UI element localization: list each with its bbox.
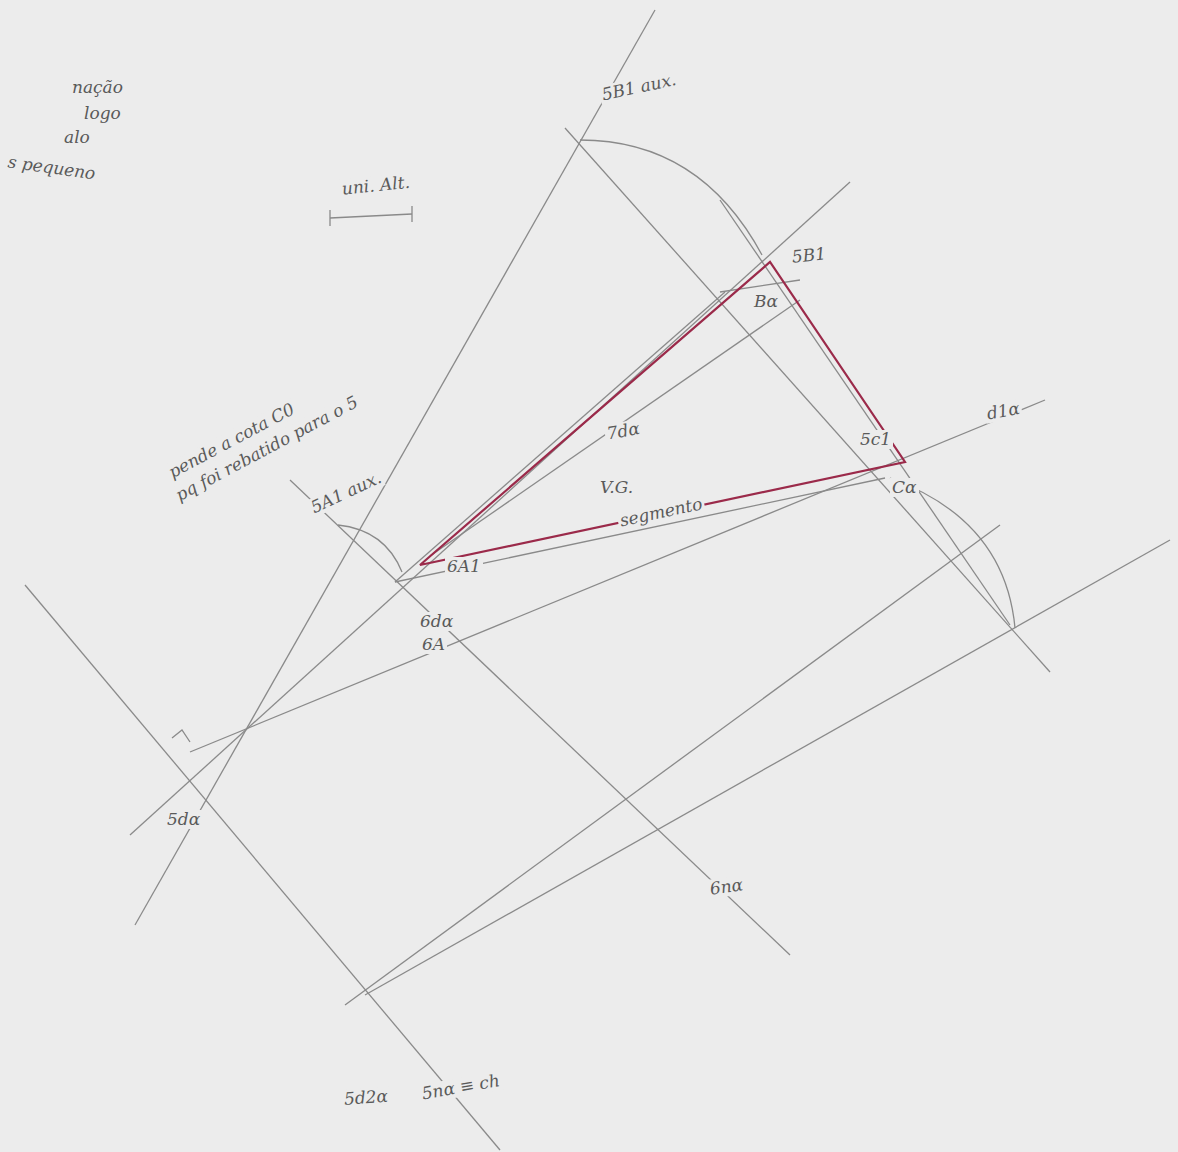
construction-label: 7dα	[603, 419, 643, 444]
scale-tick	[411, 206, 412, 222]
construction-label: d1α	[983, 399, 1023, 424]
construction-label: logo	[82, 104, 123, 123]
scale-bar	[330, 214, 412, 218]
construction-label: 5c1	[858, 430, 893, 449]
construction-label: 5dα	[165, 810, 202, 829]
construction-label: 5A1 aux.	[306, 467, 386, 517]
rotation-arc	[890, 478, 1015, 628]
construction-label: 5nα ≡ ch	[418, 1071, 503, 1104]
perpendicular-line	[25, 585, 500, 1150]
scale-tick	[329, 210, 330, 226]
construction-label: s pequeno	[5, 152, 99, 183]
construction-label: 5B1	[789, 244, 829, 267]
line-ch	[345, 525, 1000, 1005]
right-angle-mark	[172, 730, 190, 742]
construction-label: 6dα	[418, 612, 455, 631]
projection-line	[395, 292, 725, 582]
auxiliary-line	[135, 10, 655, 925]
construction-label: 6A	[420, 635, 447, 654]
construction-label: 6nα	[707, 875, 746, 899]
true-size-triangle	[420, 262, 905, 565]
rotation-arc	[338, 525, 402, 572]
projection-line	[430, 300, 800, 556]
construction-label: 5d2α	[341, 1087, 390, 1109]
construction-label: nação	[70, 78, 125, 97]
construction-label: 5B1 aux.	[598, 70, 680, 105]
construction-label: Bα	[752, 292, 780, 311]
construction-label: Cα	[890, 478, 919, 497]
construction-label: V.G.	[598, 478, 635, 497]
perpendicular-line	[565, 128, 1050, 672]
perpendicular-line	[720, 200, 1010, 625]
construction-label: alo	[62, 128, 92, 147]
construction-label: uni. Alt.	[339, 173, 413, 199]
line-d1	[190, 400, 1045, 752]
line-n	[365, 540, 1170, 995]
rotation-arc	[580, 140, 762, 255]
construction-label: 6A1	[445, 557, 483, 576]
